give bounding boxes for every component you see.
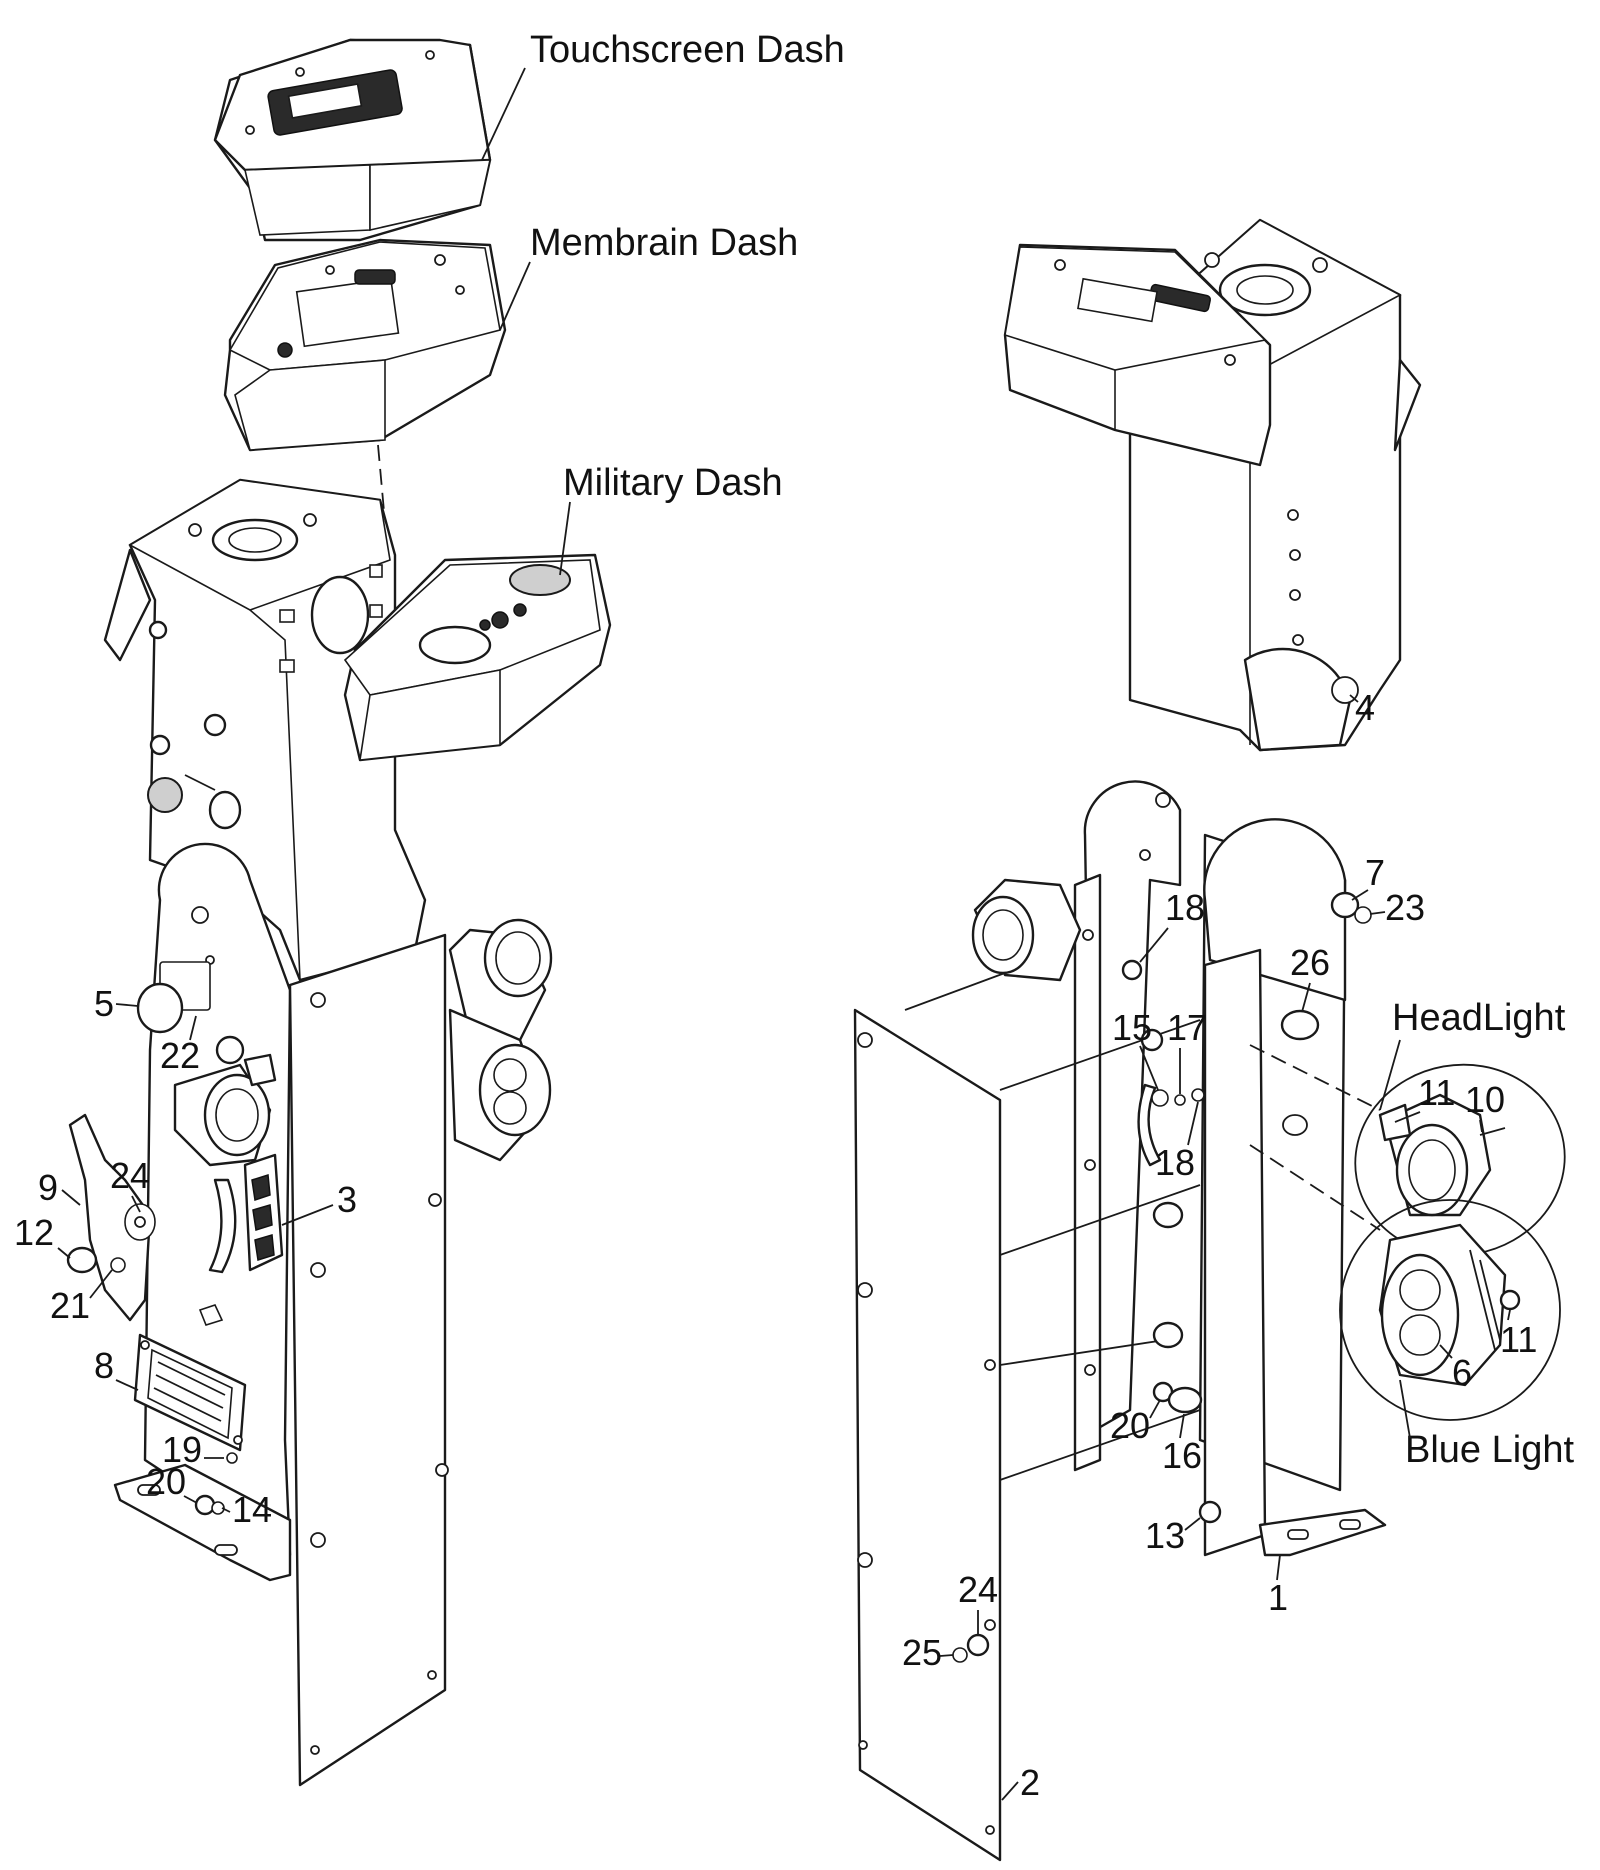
spacer-upper (1152, 1201, 1184, 1229)
callout-1: 1 (1268, 1577, 1288, 1618)
right-callouts: 4 7 23 18 26 15 17 18 11 10 20 16 6 11 1… (902, 687, 1537, 1803)
left-callouts: 3 5 22 9 24 12 21 8 19 20 14 (14, 983, 357, 1530)
headlight-assembly (1354, 1063, 1566, 1257)
callout-7: 7 (1365, 852, 1385, 893)
headlight-label: HeadLight (1392, 997, 1566, 1039)
callout-21: 21 (50, 1285, 90, 1326)
membrain-dash-part (223, 238, 507, 452)
washer-17 (1174, 1094, 1186, 1106)
left-assembly (66, 38, 612, 1787)
control-box-3 (198, 1153, 284, 1326)
callout-24-right: 24 (958, 1569, 998, 1610)
blue-light-label: Blue Light (1405, 1429, 1574, 1471)
lever-9 (66, 1113, 156, 1322)
right-slot (1137, 1083, 1162, 1167)
callout-18-top: 18 (1165, 887, 1205, 928)
left-side-lights (448, 918, 553, 1162)
callout-19: 19 (162, 1429, 202, 1470)
nut-20-left (194, 1494, 216, 1516)
callout-13: 13 (1145, 1515, 1185, 1556)
grommet-26 (1280, 1009, 1320, 1041)
callout-26: 26 (1290, 942, 1330, 983)
military-dash-part (343, 553, 612, 762)
military-dash-label: Military Dash (563, 462, 783, 504)
right-center-frame (1083, 780, 1387, 1557)
screw-19-left (226, 1452, 238, 1464)
callout-6: 6 (1452, 1352, 1472, 1393)
nameplate-8 (133, 1333, 247, 1452)
callout-15: 15 (1112, 1007, 1152, 1048)
spacer-lower (1152, 1321, 1184, 1349)
pin-24-right (966, 1633, 990, 1657)
right-front-plate-2 (853, 1008, 1002, 1862)
switch-5 (136, 961, 211, 1034)
callout-25: 25 (902, 1632, 942, 1673)
left-mounted-headlight (173, 1053, 277, 1167)
callout-18-mid: 18 (1155, 1142, 1195, 1183)
touchscreen-dash-label: Touchscreen Dash (530, 29, 845, 71)
spacer-16 (1167, 1386, 1203, 1414)
nut-23 (1354, 906, 1372, 924)
grommet-7 (1330, 891, 1360, 919)
callout-24-left: 24 (110, 1155, 150, 1196)
callout-17: 17 (1167, 1007, 1207, 1048)
callout-22: 22 (160, 1035, 200, 1076)
right-dash (1003, 243, 1272, 467)
callout-16: 16 (1162, 1435, 1202, 1476)
callout-4: 4 (1355, 687, 1375, 728)
callout-20-left: 20 (146, 1461, 186, 1502)
callout-12: 12 (14, 1212, 54, 1253)
callout-10: 10 (1465, 1079, 1505, 1120)
fitting-13 (1198, 1500, 1222, 1524)
clip-25 (952, 1647, 968, 1663)
callout-5: 5 (94, 983, 114, 1024)
blue-light-assembly (1339, 1199, 1561, 1421)
touchscreen-dash-part (213, 38, 492, 242)
left-front-plate (288, 933, 449, 1787)
bolt-15 (1151, 1089, 1169, 1107)
right-assembly (853, 218, 1566, 1862)
right-narrow-bar (1073, 873, 1102, 1472)
nut-18-mid (1191, 1088, 1205, 1102)
title-labels: Touchscreen Dash Membrain Dash Military … (481, 29, 1574, 1471)
callout-11-top: 11 (1418, 1072, 1455, 1113)
callout-9: 9 (38, 1167, 58, 1208)
right-top-light (971, 878, 1082, 982)
callout-2: 2 (1020, 1762, 1040, 1803)
hole-plate (1282, 1114, 1308, 1136)
nut-18-top (1121, 959, 1143, 981)
callout-23: 23 (1385, 887, 1425, 928)
callout-8: 8 (94, 1345, 114, 1386)
washer-26-mount (1140, 1028, 1164, 1052)
callout-11-bottom: 11 (1500, 1319, 1537, 1360)
callout-20-right: 20 (1110, 1405, 1150, 1446)
membrain-dash-label: Membrain Dash (530, 222, 798, 264)
callout-14: 14 (232, 1489, 272, 1530)
left-upper-housing (103, 478, 427, 982)
callout-3: 3 (337, 1179, 357, 1220)
